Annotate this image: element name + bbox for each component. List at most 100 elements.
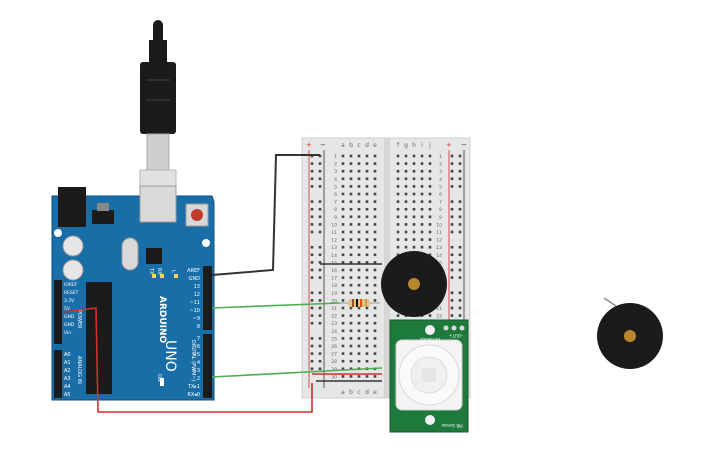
row-number-label: 24 [331, 329, 337, 335]
digital-pin-label: TX▸1 [187, 384, 200, 390]
row-number-label: 22 [436, 314, 442, 320]
row-number-label: 20 [331, 298, 337, 304]
row-number-label: 1 [439, 154, 442, 160]
pir-pin-label: –OUT+ [449, 333, 463, 338]
row-number-label: 7 [439, 200, 442, 206]
row-number-label: 4 [439, 177, 442, 183]
row-number-label: 16 [331, 268, 337, 274]
row-number-label: 12 [436, 238, 442, 244]
rail-plus-right: + [446, 141, 452, 149]
arduino-uno-board[interactable]: ARDUINO UNO TX RX L ON POWER ANALOG IN D… [51, 185, 215, 401]
atmega-chip [86, 282, 112, 394]
column-letter-label: c [357, 389, 360, 396]
row-number-label: 23 [331, 321, 337, 327]
row-number-label: 13 [331, 245, 337, 251]
row-number-label: 12 [331, 238, 337, 244]
row-number-label: 21 [436, 306, 442, 312]
row-number-label: 1 [334, 154, 337, 160]
row-number-label: 26 [331, 344, 337, 350]
wire-pin2-green[interactable] [211, 367, 383, 378]
column-letter-label: d [365, 142, 369, 149]
capacitor [62, 235, 84, 257]
row-number-label: 22 [331, 314, 337, 320]
row-number-label: 3 [439, 169, 442, 175]
wire-gnd-black[interactable] [211, 154, 320, 276]
wire-5v-red[interactable] [63, 307, 313, 413]
digital-header-title: DIGITAL (PWM~) [190, 340, 196, 382]
digital-pin-label: 13 [194, 284, 200, 290]
pir-label-bottom: PIR Sensor [441, 423, 463, 428]
row-number-label: 8 [439, 207, 442, 213]
row-number-label: 18 [331, 283, 337, 289]
analog-pin-label: A2 [64, 368, 71, 374]
row-number-label: 14 [436, 253, 442, 259]
column-letter-label: a [341, 142, 345, 149]
power-pin-label: GND [64, 322, 75, 328]
row-number-label: 11 [436, 230, 442, 236]
analog-pin-label: A4 [64, 384, 71, 390]
row-number-label: 30 [331, 374, 337, 380]
row-number-label: 7 [334, 200, 337, 206]
rail-minus-left: − [320, 141, 326, 149]
column-letter-label: e [373, 389, 377, 396]
column-letter-label: a [341, 389, 345, 396]
column-letter-label: i [421, 142, 423, 149]
rail-plus-left: + [306, 141, 312, 149]
column-letter-label: d [365, 389, 369, 396]
power-pin-label: 3.3V [64, 298, 75, 304]
power-pin-label: GND [64, 314, 75, 320]
column-letter-label: h [412, 142, 416, 149]
digital-pin-label: AREF [187, 268, 200, 274]
row-number-label: 2 [439, 162, 442, 168]
row-number-label: 19 [331, 291, 337, 297]
dc-jack [58, 187, 86, 227]
digital-pin-label: 8 [197, 324, 200, 330]
usb-port [139, 185, 177, 223]
row-number-label: 11 [331, 230, 337, 236]
digital-pin-label: ~9 [193, 316, 200, 322]
digital-pin-label: ~10 [189, 308, 200, 314]
digital-pin-label: RX◂0 [187, 392, 200, 398]
row-number-label: 2 [334, 162, 337, 168]
tx-label: TX [148, 267, 154, 275]
column-letter-label: j [428, 142, 431, 149]
row-number-label: 13 [436, 245, 442, 251]
column-letter-label: b [349, 389, 353, 396]
piezo-buzzer-standalone[interactable] [597, 297, 663, 369]
row-number-label: 25 [331, 336, 337, 342]
row-number-label: 27 [331, 352, 337, 358]
digital-pin-label: 12 [194, 292, 200, 298]
row-number-label: 21 [331, 306, 337, 312]
row-number-label: 10 [331, 222, 337, 228]
column-letter-label: f [397, 142, 400, 149]
pir-label-top: HC-SR501 [419, 337, 440, 342]
row-number-label: 5 [334, 184, 337, 190]
row-number-label: 6 [334, 192, 337, 198]
row-number-label: 14 [331, 253, 337, 259]
row-number-label: 6 [439, 192, 442, 198]
on-label: ON [156, 374, 162, 382]
digital-pin-label: GND [189, 276, 201, 282]
rail-minus-right: − [461, 141, 467, 149]
analog-pin-label: A0 [64, 352, 71, 358]
analog-pin-label: A5 [64, 392, 71, 398]
row-number-label: 17 [331, 276, 337, 282]
digital-pin-label: ~6 [193, 344, 200, 350]
column-letter-label: b [349, 142, 353, 149]
wire-pin10-green[interactable] [211, 302, 341, 309]
digital-pin-label: ~3 [193, 368, 200, 374]
power-header-title: POWER [76, 310, 82, 329]
piezo-buzzer-breadboard[interactable] [381, 251, 447, 317]
column-letter-label: g [404, 142, 408, 149]
row-number-label: 4 [334, 177, 337, 183]
analog-pin-label: A1 [64, 360, 71, 366]
row-number-label: 3 [334, 169, 337, 175]
row-number-label: 5 [439, 184, 442, 190]
digital-pin-label: ~5 [193, 352, 200, 358]
resistor[interactable] [340, 299, 380, 307]
digital-pin-label: 4 [197, 360, 200, 366]
pir-sensor[interactable]: HC-SR501 –OUT+ PIR Sensor [389, 319, 469, 433]
analog-pin-label: A3 [64, 376, 71, 382]
capacitor [62, 259, 84, 281]
